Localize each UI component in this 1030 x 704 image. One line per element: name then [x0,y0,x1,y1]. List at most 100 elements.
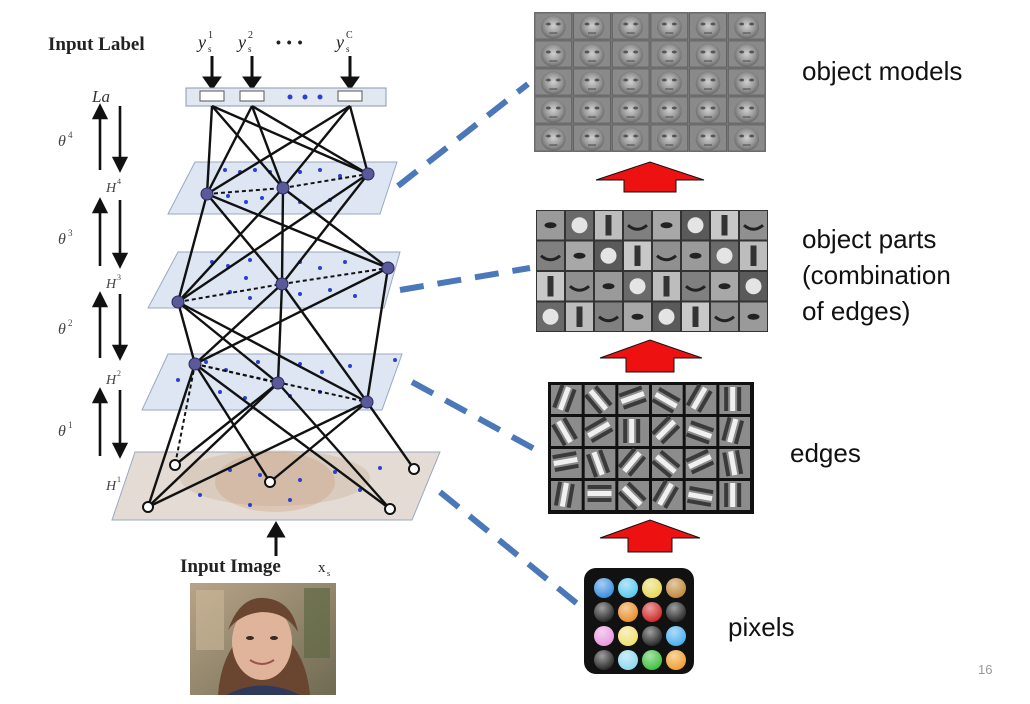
pixel-cell [618,578,638,598]
object-part-cell [624,272,651,301]
edge-filter-cell [685,417,717,446]
object-part-cell [682,211,709,240]
pixel-cell [594,602,614,622]
object-models-grid [534,12,766,152]
pixel-cell [666,602,686,622]
edge-filter-cell [617,481,649,511]
h4-base: H [105,181,117,196]
object-part-cell [740,272,767,301]
hidden-units [171,167,395,409]
output-y1-sup: 1 [208,30,213,41]
output-y2-sub: s [248,44,252,54]
h3-sup: 3 [117,273,121,282]
pixel-cell [642,602,662,622]
label-edges: edges [790,438,861,468]
input-units [142,459,420,515]
edge-filter-cell [685,448,717,478]
theta-2-label: θ 2 [58,318,73,338]
h1-label: H 1 [105,475,121,494]
object-model-cell [689,124,727,152]
object-part-cell [537,272,564,301]
h4-label: H 4 [105,177,121,196]
object-part-cell [711,272,738,301]
edge-filter-cell [618,417,649,446]
edge-filter-cell [584,416,616,446]
object-model-cell [728,12,766,40]
object-part-cell [653,211,680,240]
input-image-var: x s [318,560,330,578]
input-arrow [266,521,286,556]
object-model-cell [650,68,688,96]
feature-connectors [396,81,582,609]
object-part-cell [740,302,767,331]
object-part-cell [653,272,680,301]
edge-filter-cell [719,416,750,446]
h2-sup: 2 [117,369,121,378]
pixel-cell [642,650,662,670]
theta-1-sup: 1 [68,420,73,430]
object-model-cell [612,68,650,96]
object-model-cell [573,40,611,68]
object-part-cell [566,302,593,331]
object-model-cell [612,40,650,68]
object-part-cell [653,302,680,331]
output-yc-sup: C [346,30,353,41]
output-y1-base: y [196,32,206,52]
object-model-cell [573,96,611,124]
h4-sup: 4 [117,177,121,186]
edge-filter-cell [551,449,582,478]
input-var-base: x [318,560,326,576]
edge-filter-cell [685,383,717,414]
object-model-cell [689,68,727,96]
slide-number: 16 [978,662,992,677]
edge-filter-cell [652,479,683,510]
object-part-cell [682,272,709,301]
pixels-grid [584,568,694,674]
object-part-cell [682,302,709,331]
object-model-cell [728,68,766,96]
label-object-parts-line2: (combination [802,260,951,290]
input-image-label: Input Image [180,556,281,577]
label-object-parts-line1: object parts [802,224,936,254]
h3-label: H 3 [105,273,121,292]
theta-4-base: θ [58,133,66,150]
input-layer-plane [111,450,441,521]
edge-filter-cell [551,481,582,510]
object-parts-grid [536,210,768,332]
output-y2-base: y [236,32,246,52]
edge-filter-cell [651,385,683,414]
pixel-cell [642,626,662,646]
edges-grid [548,382,754,514]
h2-base: H [105,373,117,388]
edge-filter-cell [719,481,750,510]
input-label-heading: Input Label [48,34,145,55]
object-model-cell [534,96,572,124]
output-yc-sub: s [346,44,350,54]
object-part-cell [740,241,767,270]
generative-recognition-arrows [91,103,129,459]
object-part-cell [537,211,564,240]
pixel-cell [666,578,686,598]
object-part-cell [595,302,622,331]
object-model-cell [728,124,766,152]
edge-filter-cell [651,449,683,479]
theta-1-base: θ [58,423,66,440]
object-part-cell [566,211,593,240]
object-part-cell [624,302,651,331]
object-model-cell [573,124,611,152]
hierarchy-arrows [595,161,705,553]
edge-filter-cell [719,385,750,414]
output-label-y1: y 1 s [196,30,213,54]
pixel-cell [594,650,614,670]
object-part-cell [624,241,651,270]
theta-1-label: θ 1 [58,420,73,440]
edge-filter-cell [584,449,616,478]
object-model-cell [534,40,572,68]
object-part-cell [682,241,709,270]
feature-level-labels: object models object parts (combination … [728,56,962,642]
lateral-connections [174,173,389,466]
pixel-cell [594,578,614,598]
object-model-cell [650,96,688,124]
edge-filter-cell [584,481,616,510]
